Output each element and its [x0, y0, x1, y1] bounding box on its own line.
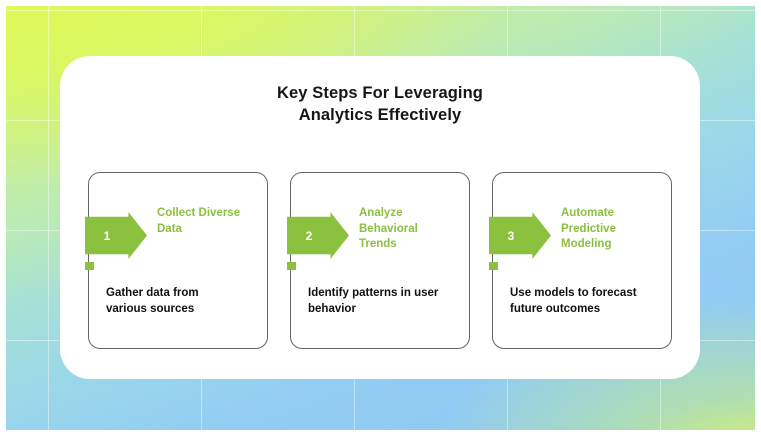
- step-3-body-line-2: future outcomes: [510, 302, 601, 315]
- page-title-line-1: Key Steps For Leveraging: [277, 84, 483, 102]
- step-1-heading-line-2: Data: [157, 222, 182, 235]
- step-3-body: Use models to forecast future outcomes: [510, 286, 662, 317]
- content-panel: Key Steps For Leveraging Analytics Effec…: [60, 56, 700, 379]
- steps-row: 1 Collect Diverse Data Gather data from …: [85, 172, 672, 349]
- step-1-heading: Collect Diverse Data: [157, 206, 261, 237]
- step-2-body-line-2: behavior: [308, 302, 356, 315]
- step-3-heading-line-2: Predictive: [561, 222, 616, 235]
- page-title-line-2: Analytics Effectively: [298, 106, 462, 124]
- step-2-number: 2: [305, 228, 313, 243]
- step-1-arrow-badge: 1: [85, 212, 147, 270]
- step-3-heading-line-1: Automate: [561, 207, 615, 219]
- step-card-2[interactable]: 2 Analyze Behavioral Trends Identify pat…: [287, 172, 470, 349]
- step-1-body-line-2: various sources: [106, 302, 195, 315]
- step-2-body: Identify patterns in user behavior: [308, 286, 460, 317]
- page-title: Key Steps For Leveraging Analytics Effec…: [60, 82, 700, 126]
- step-2-heading-line-1: Analyze: [359, 207, 403, 219]
- arrow-tab-accent: [489, 262, 498, 270]
- step-3-number: 3: [507, 228, 515, 243]
- step-2-heading-line-2: Behavioral: [359, 222, 418, 235]
- step-card-1[interactable]: 1 Collect Diverse Data Gather data from …: [85, 172, 268, 349]
- step-2-heading-line-3: Trends: [359, 238, 397, 250]
- step-1-heading-line-1: Collect Diverse: [157, 207, 241, 219]
- arrow-tab-accent: [287, 262, 296, 270]
- step-card-3[interactable]: 3 Automate Predictive Modeling Use model…: [489, 172, 672, 349]
- step-3-heading: Automate Predictive Modeling: [561, 206, 665, 253]
- arrow-tab-accent: [85, 262, 94, 270]
- step-3-heading-line-3: Modeling: [561, 238, 612, 250]
- step-2-body-line-1: Identify patterns in user: [308, 287, 439, 299]
- step-1-body: Gather data from various sources: [106, 286, 258, 317]
- step-1-number: 1: [103, 228, 111, 243]
- step-1-body-line-1: Gather data from: [106, 287, 199, 299]
- step-2-heading: Analyze Behavioral Trends: [359, 206, 463, 253]
- step-3-arrow-badge: 3: [489, 212, 551, 270]
- step-3-body-line-1: Use models to forecast: [510, 287, 637, 299]
- step-2-arrow-badge: 2: [287, 212, 349, 270]
